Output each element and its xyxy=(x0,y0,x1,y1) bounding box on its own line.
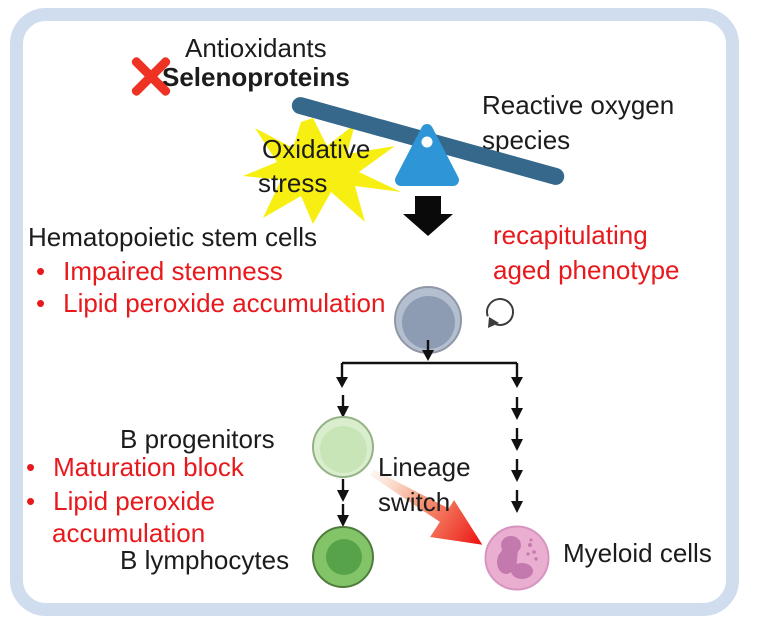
hsc-bullet-2-text: Lipid peroxide accumulation xyxy=(63,288,386,318)
self-renewal-icon xyxy=(486,298,514,328)
starburst-icon xyxy=(243,118,401,224)
bullet-dot: • xyxy=(26,452,36,482)
bprog-bullet-1-text: Maturation block xyxy=(53,452,244,482)
myeloid-label: Myeloid cells xyxy=(563,538,712,568)
bullet-dot: • xyxy=(26,486,36,516)
dashed-arrow-icon xyxy=(337,479,349,502)
lineage-switch-line1: Lineage xyxy=(378,452,471,482)
bprog-title: B progenitors xyxy=(120,424,275,454)
hsc-bullet-2: • Lipid peroxide accumulation xyxy=(36,288,385,318)
starburst-shape xyxy=(243,118,401,224)
aged-phenotype-note: recapitulating aged phenotype xyxy=(493,218,680,288)
dashed-arrow-icon xyxy=(511,428,523,451)
b-lymphocyte-cell xyxy=(312,526,374,588)
bullet-dot: • xyxy=(36,256,46,286)
blymph-label: B lymphocytes xyxy=(120,545,290,575)
dashed-arrow-icon xyxy=(337,504,349,527)
fulcrum-pivot-hole xyxy=(421,136,433,148)
down-arrow-icon xyxy=(415,196,441,215)
dashed-arrow-icon xyxy=(511,490,523,513)
aged-phenotype-line1: recapitulating xyxy=(493,220,648,250)
bprog-bullet-2-text: Lipid peroxide xyxy=(53,486,215,516)
bprog-bullet-2: • Lipid peroxide xyxy=(26,486,215,516)
dashed-arrow-icon xyxy=(337,395,349,418)
fulcrum-icon xyxy=(395,124,459,186)
fulcrum-triangle xyxy=(395,124,459,186)
myeloid-cell xyxy=(484,525,550,591)
lineage-switch-arrow xyxy=(370,469,483,545)
b-progenitor-cell xyxy=(312,416,374,478)
bprog-bullet-2-wrap: accumulation xyxy=(52,518,206,548)
oxidative-label-line1: Oxidative xyxy=(262,134,371,164)
ros-label-line1: Reactive oxygen xyxy=(482,90,675,120)
oxidative-label-line2: stress xyxy=(258,168,328,198)
figure-frame xyxy=(10,8,739,616)
branch-connector xyxy=(336,340,523,388)
b-progenitor-nucleus xyxy=(320,426,367,473)
hsc-bullet-1: • Impaired stemness xyxy=(36,256,283,286)
ros-label: Reactive oxygen species xyxy=(482,88,674,158)
b-lymphocyte-nucleus xyxy=(326,539,362,575)
myeloid-nucleus xyxy=(497,536,538,579)
lineage-switch-line2: switch xyxy=(378,487,451,517)
dashed-arrow-icon xyxy=(511,397,523,420)
ros-label-line2: species xyxy=(482,125,571,155)
selenoproteins-label: Selenoproteins xyxy=(162,62,350,92)
bprog-bullet-1: • Maturation block xyxy=(26,452,244,482)
down-arrow-head xyxy=(403,214,453,236)
lineage-switch-label: Lineage switch xyxy=(378,450,471,520)
hsc-bullet-1-text: Impaired stemness xyxy=(63,256,283,286)
red-x-icon xyxy=(126,51,176,101)
hsc-title: Hematopoietic stem cells xyxy=(28,222,317,252)
aged-phenotype-line2: aged phenotype xyxy=(493,255,680,285)
bullet-dot: • xyxy=(36,288,46,318)
dashed-arrow-icon xyxy=(511,459,523,482)
antioxidants-label: Antioxidants xyxy=(185,33,327,63)
